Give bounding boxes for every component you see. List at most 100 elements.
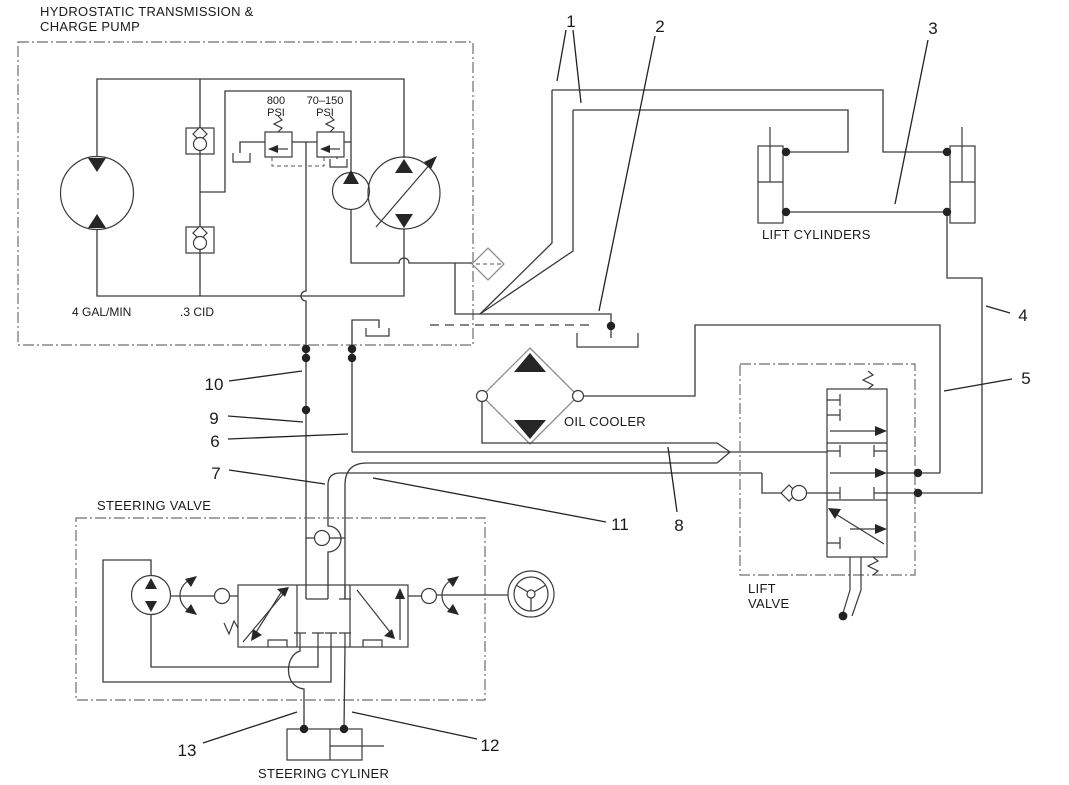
steering-cylinder-section: STEERING CYLINER (258, 724, 389, 781)
callout-3: 3 (928, 19, 937, 38)
oil-cooler-section: OIL COOLER (475, 324, 941, 473)
callout-2-leader (598, 35, 656, 312)
lift-valve-section: LIFT VALVE (739, 363, 940, 621)
reservoir-icon-small (365, 328, 390, 337)
port-dot (299, 724, 309, 734)
port-dot (942, 207, 952, 217)
steering-cylinder-label: STEERING CYLINER (258, 766, 389, 781)
oil-cooler-label: OIL COOLER (564, 414, 646, 429)
callout-11-leader (372, 477, 607, 523)
lift-valve-enclosure-border (739, 363, 916, 576)
line5-pipe (584, 324, 941, 473)
relief1-pressure-label: 800 (267, 95, 285, 107)
callout-7-leader (228, 469, 326, 485)
callout-5: 5 (1021, 369, 1030, 388)
supply-hose-lines (430, 89, 947, 348)
transmission-enclosure-border (17, 41, 474, 346)
hose-branch-pipe (454, 263, 612, 338)
filter-coupling-icon (471, 247, 505, 281)
relief2-unit-label: PSI (316, 107, 334, 119)
oil-cooler-icon (481, 347, 579, 445)
callout-8: 8 (674, 516, 683, 535)
cooler-right-port (571, 389, 585, 403)
hose-1a-pipe (479, 90, 553, 315)
steering-branch-pipe (344, 462, 717, 599)
port-dot (339, 724, 349, 734)
relief2-spring-icon (324, 115, 336, 133)
lift-cylinders-label: LIFT CYLINDERS (762, 227, 871, 242)
callout-6-leader (227, 433, 349, 440)
drain-junction-dot (606, 321, 616, 331)
left-lift-cylinder-symbol (757, 127, 784, 224)
orifice-icon (313, 529, 331, 547)
spool-link-lines (170, 594, 508, 597)
callout-12: 12 (481, 736, 500, 755)
cooler-left-port (475, 389, 489, 403)
callout-1: 1 (566, 12, 575, 31)
callout-1-leader (556, 29, 582, 104)
charge-outlet-pipe (350, 210, 472, 264)
manifold-lines (306, 451, 827, 599)
callout-4: 4 (1018, 306, 1027, 325)
junction-dots (301, 344, 357, 415)
variable-pump-symbol (367, 156, 441, 230)
transmission-bottom-loop-pipe (96, 229, 405, 297)
hydrostatic-transmission-section: HYDROSTATIC TRANSMISSION & CHARGE PUMP (17, 4, 474, 599)
lift-valve-bottom-spring-icon (866, 556, 880, 576)
line7-pipe (327, 472, 762, 599)
lift-check-valve-icon (780, 484, 827, 502)
junction-dot (913, 468, 923, 478)
hose-to-left-cylinder (573, 109, 849, 153)
chevron-lower (716, 451, 731, 464)
line4-pipe (887, 212, 983, 494)
lift-valve-spool-symbol (826, 370, 888, 621)
callout-7: 7 (211, 464, 220, 483)
metering-pump-symbol (130, 574, 172, 616)
relief1-tank-icon (232, 153, 251, 163)
callout-10-leader (228, 370, 303, 382)
cooler-return-pipe (481, 402, 731, 453)
lift-cylinders-section: LIFT CYLINDERS (757, 127, 983, 494)
callout-5-leader (943, 378, 1013, 392)
gerotor-loop-inner (150, 615, 319, 668)
hose-to-right-cylinder (552, 89, 947, 153)
gerotor-loop-outer (102, 559, 332, 683)
relief2-pressure-label: 70–150 (307, 95, 344, 107)
line12-pipe (343, 646, 346, 730)
steering-spring-icon (223, 619, 239, 636)
line6-pipe (351, 319, 380, 452)
relief2-tank-icon (329, 157, 348, 168)
lift-valve-lever-icon (842, 557, 862, 617)
port-dot (781, 147, 791, 157)
transmission-top-loop-pipe (96, 78, 405, 158)
callout-8-leader (667, 446, 678, 513)
port-dot (781, 207, 791, 217)
callout-11: 11 (611, 515, 629, 534)
callout-9: 9 (209, 409, 218, 428)
callout-10: 10 (205, 375, 224, 394)
relief-valve-70-150psi-symbol: 70–150 PSI (307, 95, 348, 168)
relief1-unit-label: PSI (267, 107, 285, 119)
check-valve-upper-icon (185, 126, 215, 155)
junction-dot (913, 488, 923, 498)
relief1-spring-icon (272, 115, 284, 133)
transmission-title-line1: HYDROSTATIC TRANSMISSION & (40, 4, 254, 19)
flow-rating-label: 4 GAL/MIN (72, 305, 131, 319)
drain-reservoir-icon (576, 333, 639, 348)
steering-valve-label: STEERING VALVE (97, 498, 211, 513)
port-dot (942, 147, 952, 157)
line13-pipe (287, 647, 305, 729)
lift-valve-label-line1: LIFT (748, 581, 776, 596)
transmission-title-line2: CHARGE PUMP (40, 19, 140, 34)
charge-supply-pipe (200, 90, 352, 193)
steering-wheel-icon (507, 570, 555, 618)
spool-left-pin-icon (213, 587, 231, 605)
callout-13: 13 (178, 741, 197, 760)
callout-13-leader (202, 711, 298, 744)
charge-pump-symbol (331, 170, 371, 211)
callout-6: 6 (210, 432, 219, 451)
callout-2: 2 (655, 17, 664, 36)
steering-supply-pipe (300, 142, 307, 599)
